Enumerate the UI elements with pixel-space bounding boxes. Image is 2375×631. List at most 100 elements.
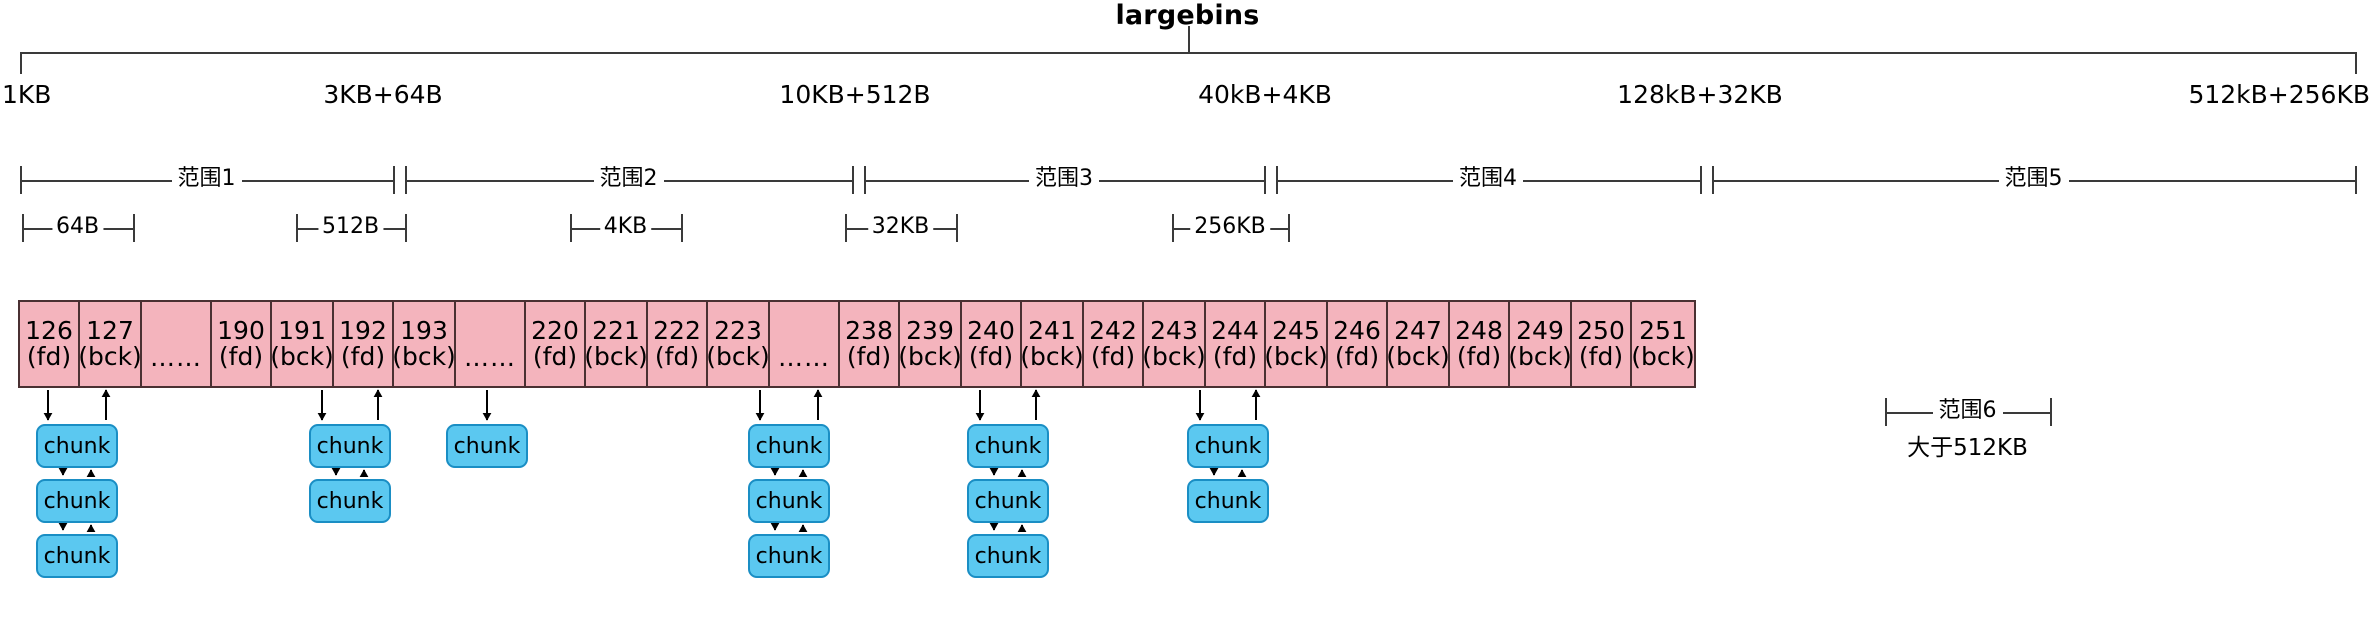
step-tick-0-0 — [22, 214, 24, 242]
step-label-0: 64B — [51, 216, 104, 238]
bin-pointer: (fd) — [846, 342, 892, 371]
bin-pointer: (bck) — [1264, 342, 1328, 371]
range-tick-0-0 — [20, 166, 22, 194]
bin-number: 240 — [967, 315, 1015, 345]
bin-cell: 192(fd) — [334, 302, 394, 386]
bin-number: 241 — [1028, 315, 1076, 345]
bin-number: 248 — [1455, 315, 1503, 345]
bin-number: …… — [778, 342, 830, 372]
bin-cell: 222(fd) — [648, 302, 708, 386]
range-tick-3-1 — [1700, 166, 1702, 194]
bin-pointer: (bck) — [898, 342, 962, 371]
top-brace-title-tick — [1187, 26, 1190, 52]
range-tick-0-1 — [393, 166, 395, 194]
bin-pointer: (fd) — [1212, 342, 1258, 371]
bin-cell-ellipsis: …… — [770, 302, 840, 386]
bin-pointer: (bck) — [392, 342, 456, 371]
bin-number: 220 — [531, 315, 579, 345]
step-tick-3-1 — [956, 214, 958, 242]
bin-cell: 250(fd) — [1572, 302, 1632, 386]
range6-tick-0 — [1885, 398, 1887, 426]
step-tick-4-1 — [1288, 214, 1290, 242]
bin-number: 126 — [25, 315, 73, 345]
bin-cell: 126(fd) — [20, 302, 80, 386]
bin-number: 245 — [1272, 315, 1320, 345]
bin-number: 238 — [845, 315, 893, 345]
step-tick-3-0 — [845, 214, 847, 242]
range-tick-1-0 — [405, 166, 407, 194]
step-tick-1-1 — [405, 214, 407, 242]
bin-cell: 242(fd) — [1084, 302, 1144, 386]
range-tick-1-1 — [852, 166, 854, 194]
bin-number: 239 — [906, 315, 954, 345]
bin-pointer: (fd) — [340, 342, 386, 371]
bin-pointer: (fd) — [654, 342, 700, 371]
range-tick-3-0 — [1276, 166, 1278, 194]
bin-pointer: (bck) — [1020, 342, 1084, 371]
bin-number: 242 — [1089, 315, 1137, 345]
chunk-box: chunk — [309, 479, 391, 523]
bin-pointer: (bck) — [1508, 342, 1572, 371]
bin-pointer: (fd) — [532, 342, 578, 371]
bin-cell: 127(bck) — [78, 302, 142, 386]
bin-cell: 248(fd) — [1450, 302, 1510, 386]
range6-tick-1 — [2050, 398, 2052, 426]
chunk-box: chunk — [748, 424, 830, 468]
bin-number: 247 — [1394, 315, 1442, 345]
top-brace-left-tick — [20, 52, 22, 74]
step-tick-2-0 — [570, 214, 572, 242]
bin-cell-ellipsis: …… — [456, 302, 526, 386]
bin-cell: 193(bck) — [392, 302, 456, 386]
bin-pointer: (bck) — [1631, 342, 1695, 371]
range-tick-2-1 — [1264, 166, 1266, 194]
bin-number: 127 — [86, 315, 134, 345]
step-tick-4-0 — [1172, 214, 1174, 242]
bin-pointer: (bck) — [78, 342, 142, 371]
page-title: largebins — [1115, 0, 1260, 31]
bin-index-table: 126(fd)127(bck)……190(fd)191(bck)192(fd)1… — [18, 300, 1696, 388]
bin-pointer: (fd) — [1456, 342, 1502, 371]
bin-number: 221 — [592, 315, 640, 345]
step-label-1: 512B — [317, 216, 384, 238]
bin-number: 193 — [400, 315, 448, 345]
boundary-label-1: 3KB+64B — [323, 80, 443, 109]
bin-number: 249 — [1516, 315, 1564, 345]
bin-cell: 249(bck) — [1508, 302, 1572, 386]
bin-pointer: (bck) — [270, 342, 334, 371]
chunk-box: chunk — [1187, 424, 1269, 468]
chunk-box: chunk — [967, 479, 1049, 523]
bin-pointer: (fd) — [218, 342, 264, 371]
bin-cell: 247(bck) — [1386, 302, 1450, 386]
bin-cell: 246(fd) — [1328, 302, 1388, 386]
bin-number: 192 — [339, 315, 387, 345]
bin-number: 191 — [278, 315, 326, 345]
bin-pointer: (fd) — [26, 342, 72, 371]
range-label-1: 范围2 — [593, 168, 664, 190]
bin-number: 223 — [714, 315, 762, 345]
bin-cell: 240(fd) — [962, 302, 1022, 386]
bin-cell: 223(bck) — [706, 302, 770, 386]
top-brace-rule — [20, 52, 2355, 54]
bin-pointer: (fd) — [968, 342, 1014, 371]
step-label-2: 4KB — [599, 216, 652, 238]
boundary-label-5: 512kB+256KB — [2188, 80, 2370, 109]
range-label-3: 范围4 — [1453, 168, 1523, 190]
bin-pointer: (fd) — [1578, 342, 1624, 371]
boundary-label-2: 10KB+512B — [779, 80, 931, 109]
chunk-box: chunk — [36, 534, 118, 578]
bin-pointer: (bck) — [1142, 342, 1206, 371]
bin-cell: 221(bck) — [584, 302, 648, 386]
bin-pointer: (bck) — [584, 342, 648, 371]
range-label-4: 范围5 — [1998, 168, 2069, 190]
bin-number: 243 — [1150, 315, 1198, 345]
bin-number: 246 — [1333, 315, 1381, 345]
bin-pointer: (bck) — [706, 342, 770, 371]
bin-cell: 190(fd) — [212, 302, 272, 386]
bin-cell: 243(bck) — [1142, 302, 1206, 386]
range-label-0: 范围1 — [171, 168, 242, 190]
bin-cell: 251(bck) — [1631, 302, 1695, 386]
bin-number: 250 — [1577, 315, 1625, 345]
step-label-3: 32KB — [867, 216, 934, 238]
bin-cell: 239(bck) — [898, 302, 962, 386]
chunk-box: chunk — [748, 479, 830, 523]
